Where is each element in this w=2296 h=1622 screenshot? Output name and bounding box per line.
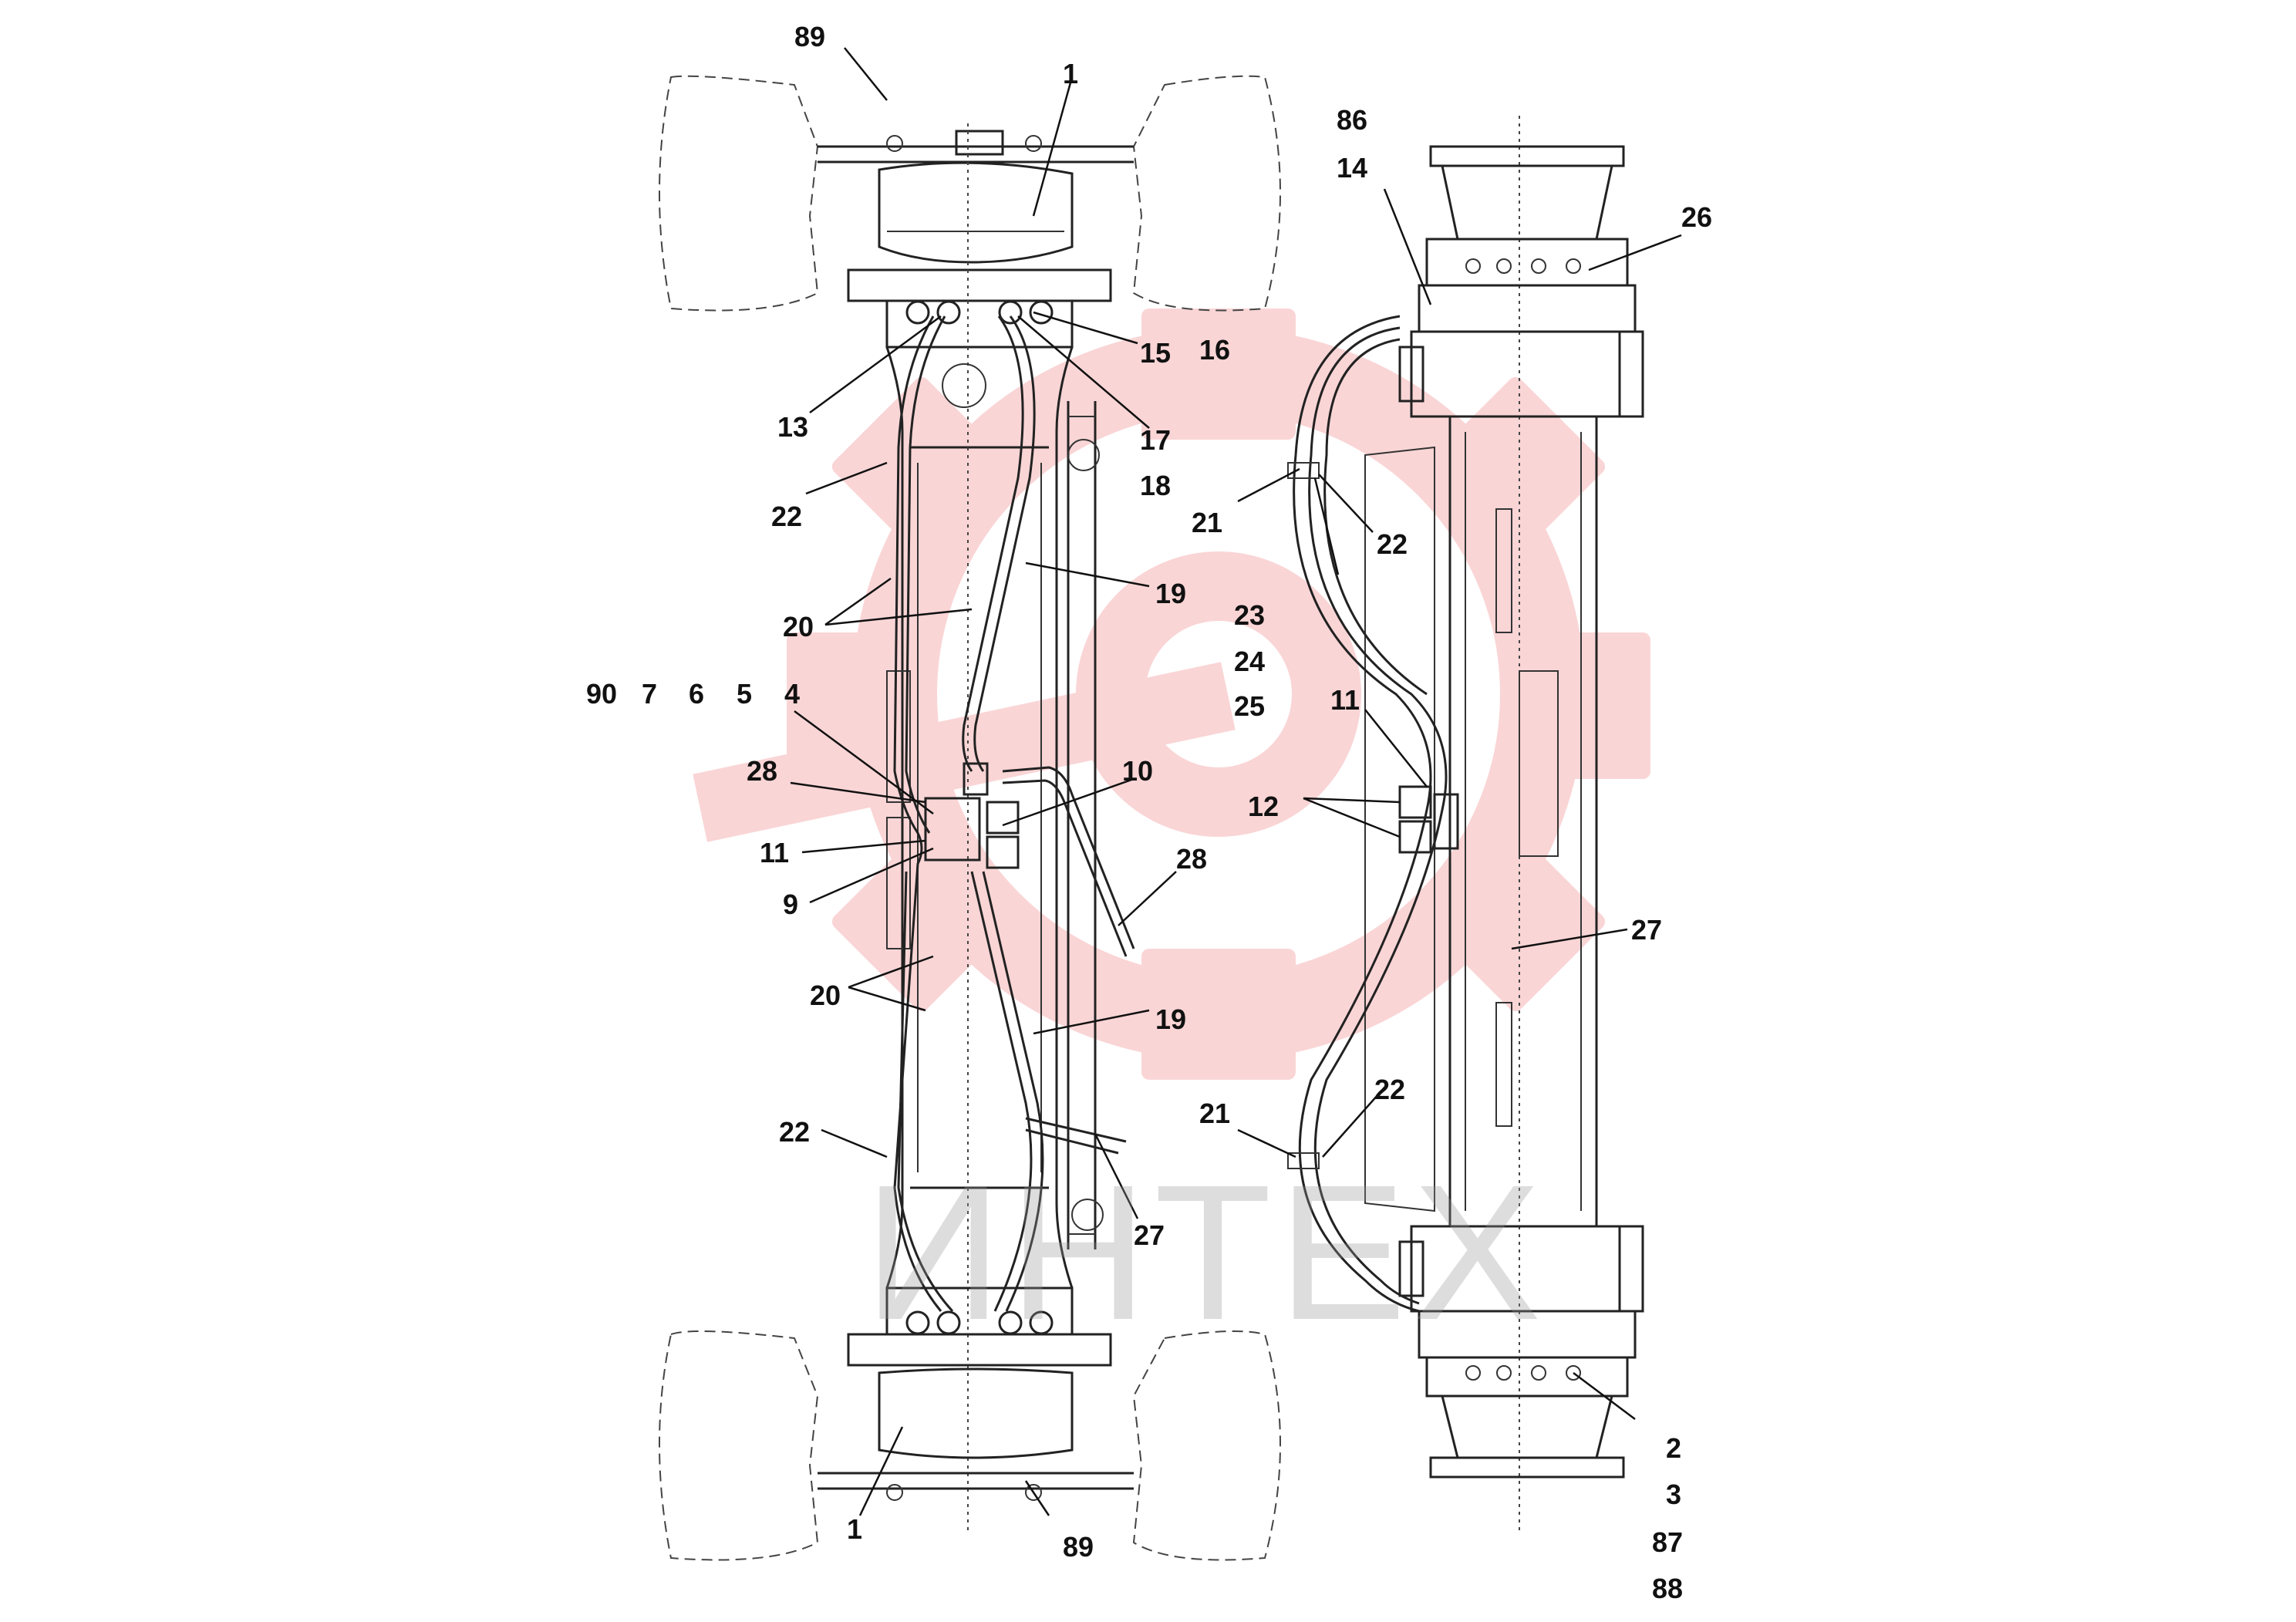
- right-axle-view: [1287, 116, 1644, 1535]
- watermark-text: ИНТЕХ: [864, 1145, 1548, 1360]
- callout-27-lower: 27: [1134, 1219, 1165, 1251]
- callout-15: 15: [1140, 337, 1172, 369]
- callout-6: 6: [689, 678, 705, 710]
- callout-24: 24: [1234, 646, 1266, 677]
- callout-10: 10: [1122, 755, 1154, 787]
- callout-22-upper-left: 22: [771, 501, 803, 532]
- callout-17: 17: [1140, 424, 1172, 456]
- callout-20-lower: 20: [810, 980, 841, 1011]
- callout-18: 18: [1140, 470, 1172, 501]
- leader-lines: [790, 47, 1682, 1516]
- callout-87: 87: [1652, 1526, 1684, 1558]
- callout-1-top: 1: [1063, 58, 1079, 89]
- callout-3: 3: [1666, 1479, 1682, 1510]
- callout-89-top: 89: [794, 21, 826, 52]
- callout-21-lower: 21: [1199, 1098, 1231, 1129]
- callout-4: 4: [784, 678, 801, 710]
- callout-88: 88: [1652, 1573, 1684, 1604]
- callout-11-left: 11: [760, 837, 790, 868]
- callout-86: 86: [1337, 104, 1368, 136]
- callout-5: 5: [737, 678, 753, 710]
- callout-12: 12: [1248, 791, 1279, 822]
- left-axle-view: [659, 75, 1281, 1561]
- callout-19-upper: 19: [1155, 578, 1187, 609]
- callout-13: 13: [777, 411, 809, 443]
- callout-21-upper: 21: [1192, 507, 1223, 538]
- callout-26: 26: [1681, 201, 1713, 233]
- callout-1-bottom: 1: [847, 1513, 863, 1545]
- callout-19-lower: 19: [1155, 1003, 1187, 1035]
- callout-90: 90: [586, 678, 618, 710]
- callout-89-bottom: 89: [1063, 1531, 1094, 1563]
- callout-11-right: 11: [1330, 684, 1360, 716]
- callout-7: 7: [642, 678, 658, 710]
- callout-16: 16: [1199, 334, 1231, 366]
- callout-9: 9: [783, 889, 799, 920]
- callout-2: 2: [1666, 1432, 1682, 1464]
- callout-23: 23: [1234, 599, 1266, 631]
- callout-25: 25: [1234, 690, 1266, 722]
- callout-20-upper: 20: [783, 611, 814, 642]
- callout-27-upper: 27: [1631, 914, 1663, 946]
- callout-22-lower-left: 22: [779, 1116, 811, 1148]
- callout-22-upper-right: 22: [1377, 528, 1408, 560]
- callout-22-lower-right: 22: [1374, 1074, 1406, 1105]
- watermark-gear-logo: [693, 309, 1650, 1080]
- callout-28-right: 28: [1176, 843, 1208, 875]
- callout-14: 14: [1337, 152, 1368, 184]
- callout-28-left: 28: [747, 755, 778, 787]
